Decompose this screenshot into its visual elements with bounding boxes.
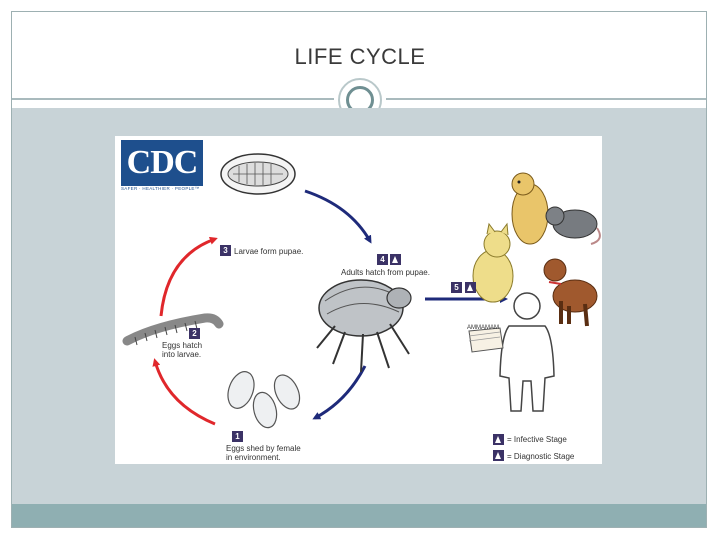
pupa-icon <box>220 153 296 195</box>
footer-bar <box>12 504 706 527</box>
stage-4-badge: 4 <box>377 254 388 265</box>
arrow-pupae-to-adult <box>304 189 372 244</box>
flea-icon <box>316 279 412 373</box>
dog-icon <box>543 258 598 327</box>
arrow-adult-to-eggs <box>312 365 367 420</box>
slide-title: LIFE CYCLE <box>294 44 426 69</box>
arrow-eggs-to-larvae <box>152 358 216 426</box>
stage-3-badge: 3 <box>220 245 231 256</box>
slide-frame <box>11 11 707 528</box>
diagram-graphics <box>122 153 601 429</box>
legend-diagnostic-icon <box>493 450 504 461</box>
stage-1-badge: 1 <box>232 431 243 442</box>
cdc-logo: CDC <box>121 140 203 186</box>
larva-icon <box>122 313 224 346</box>
stage-5-badge: 5 <box>451 282 462 293</box>
life-cycle-diagram: CDC SAFER · HEALTHIER · PEOPLE™ <box>115 136 602 464</box>
stage-1-label: Eggs shed by female in environment. <box>226 444 301 462</box>
title-rule-right <box>386 98 706 100</box>
stage-4-label: Adults hatch from pupae. <box>341 268 430 277</box>
box-icon <box>468 327 504 353</box>
infective-marker-icon <box>465 282 476 293</box>
legend-infective-icon <box>493 434 504 445</box>
title-rule-left <box>12 98 334 100</box>
legend-diagnostic-label: = Diagnostic Stage <box>507 452 575 461</box>
stage-2-badge: 2 <box>189 328 200 339</box>
stage-3-label: Larvae form pupae. <box>234 247 304 256</box>
human-icon <box>499 292 555 412</box>
prairie-dog-icon <box>511 172 549 245</box>
rat-icon <box>545 206 601 245</box>
legend-infective-label: = Infective Stage <box>507 435 567 444</box>
diagnostic-marker-icon <box>390 254 401 265</box>
box-label: AMMAMAM <box>467 325 499 331</box>
arrow-larvae-to-pupae <box>159 236 218 317</box>
stage-2-label: Eggs hatch into larvae. <box>162 341 203 359</box>
cdc-logo-text: CDC <box>126 144 199 181</box>
cdc-tagline: SAFER · HEALTHIER · PEOPLE™ <box>121 186 200 191</box>
cat-icon <box>472 222 514 303</box>
eggs-icon <box>227 371 301 429</box>
